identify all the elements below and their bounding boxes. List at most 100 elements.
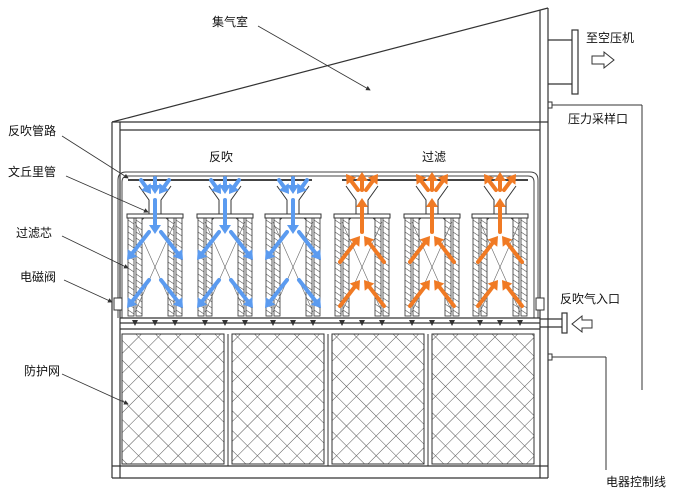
filter-2-hatch [245, 231, 253, 237]
filter-1-hatch [167, 309, 175, 315]
filter-3-brace [272, 221, 314, 313]
filter-4-hatch [342, 243, 350, 249]
filter-5-hatch [452, 243, 460, 249]
filter-5-hatch [452, 285, 460, 291]
filter-3-hatch [305, 255, 313, 261]
filter-3-hatch [265, 279, 273, 285]
filter-3-hatch [265, 225, 273, 231]
filter-3-hatch [265, 309, 273, 315]
filter-1-arrow-head [149, 185, 161, 194]
filter-5-hatch [444, 279, 452, 285]
control-line [547, 353, 607, 470]
filter-1-hatch [175, 285, 183, 291]
filter-1-hatch [167, 237, 175, 243]
filter-3-hatch [273, 267, 281, 273]
filter-1-brace [134, 221, 176, 313]
filter-6-hatch [472, 267, 480, 273]
filter-4-arrow-head [367, 174, 378, 185]
filter-5-arrow-head [434, 236, 445, 247]
filter-2-hatch [237, 273, 245, 279]
filter-6-hatch [512, 267, 520, 273]
filter-2-arrow-shaft [229, 278, 252, 307]
filter-3-hatch [273, 273, 281, 279]
filter-2-arrow-head [197, 297, 208, 308]
filter-4-wall [382, 215, 390, 317]
filter-1-hatch [175, 219, 183, 225]
filter-1-hatch [127, 273, 135, 279]
filter-1-hatch [167, 273, 175, 279]
filter-4-hatch [334, 279, 342, 285]
label-blowback-inlet: 反吹气入口 [560, 292, 621, 306]
filter-1-outlet-mark [132, 320, 138, 326]
filter-2-hatch [197, 219, 205, 225]
filter-1-hatch [175, 267, 183, 273]
filter-1-arrow-head [140, 183, 151, 194]
filter-4-hatch [382, 243, 390, 249]
label-venturi: 文丘里管 [8, 165, 57, 179]
filter-6-arrow-head [487, 236, 498, 247]
filter-4-hatch [334, 261, 342, 267]
filter-5-arrow-shaft [408, 237, 429, 264]
filter-6-arrow-head [484, 174, 495, 185]
filter-5-arrow-head [419, 236, 430, 247]
filter-6-hatch [520, 225, 528, 231]
filter-6-hatch [472, 273, 480, 279]
filter-3-hatch [313, 279, 321, 285]
filter-5-arrow-head [437, 174, 448, 185]
filter-2-hatch [197, 225, 205, 231]
filter-4-arrow-head [346, 174, 357, 185]
filter-4-hatch [374, 285, 382, 291]
filter-6-hatch [520, 273, 528, 279]
filter-3-hatch [313, 273, 321, 279]
filter-2-arrow-head [219, 185, 231, 194]
filter-5-hatch [404, 225, 412, 231]
filter-1-arrow-head [159, 183, 170, 194]
label-control-line: 电器控制线 [606, 475, 667, 489]
filter-5-arrow-head [419, 280, 430, 291]
label-filter-core: 过滤芯 [16, 226, 53, 240]
filter-2-hatch [245, 225, 253, 231]
filter-4-hatch [342, 267, 350, 273]
filter-4-outlet-mark [359, 320, 365, 326]
filter-6-outlet-mark [497, 320, 503, 326]
filter-4-hatch [382, 285, 390, 291]
filter-2-outlet-mark [242, 320, 248, 326]
filter-4-hatch [374, 261, 382, 267]
filter-3-hatch [305, 261, 313, 267]
filter-3-hatch [305, 285, 313, 291]
filter-2-hatch [245, 237, 253, 243]
filter-2-hatch [245, 285, 253, 291]
filter-2-arrow-head [242, 297, 253, 308]
filter-6-arrow-head [505, 174, 516, 185]
filter-1-hatch [175, 225, 183, 231]
label-plenum: 集气室 [212, 15, 249, 29]
label-guard-mesh: 防护网 [24, 364, 61, 378]
filter-5-arrow-shaft [435, 237, 456, 264]
filter-3-arrow-head [287, 185, 299, 194]
filter-6-hatch [480, 309, 488, 315]
filter-1-arrow-head [127, 297, 138, 308]
label-pressure-port: 压力采样口 [568, 112, 629, 126]
filter-2-hatch [197, 273, 205, 279]
filter-6-hatch [472, 249, 480, 255]
filter-6-hatch [512, 231, 520, 237]
filter-3-hatch [305, 267, 313, 273]
guard-mesh [121, 333, 535, 466]
filter-2-hatch [245, 243, 253, 249]
blowback-inlet-pipe [540, 312, 568, 334]
filter-5-hatch [412, 219, 420, 225]
filter-4-hatch [382, 219, 390, 225]
filter-4-hatch [374, 309, 382, 315]
filter-3-hatch [313, 291, 321, 297]
filter-3-arrow-head [310, 249, 321, 260]
filter-2-hatch [205, 219, 213, 225]
filter-1-outlet-mark [152, 320, 158, 326]
filter-2-brace [204, 221, 246, 313]
filter-1-hatch [135, 261, 143, 267]
filter-6-hatch [512, 225, 520, 231]
filter-1-hatch [135, 297, 143, 303]
filter-1-hatch [175, 273, 183, 279]
filter-1-hatch [135, 219, 143, 225]
filter-5-hatch [404, 237, 412, 243]
filter-4-hatch [374, 231, 382, 237]
